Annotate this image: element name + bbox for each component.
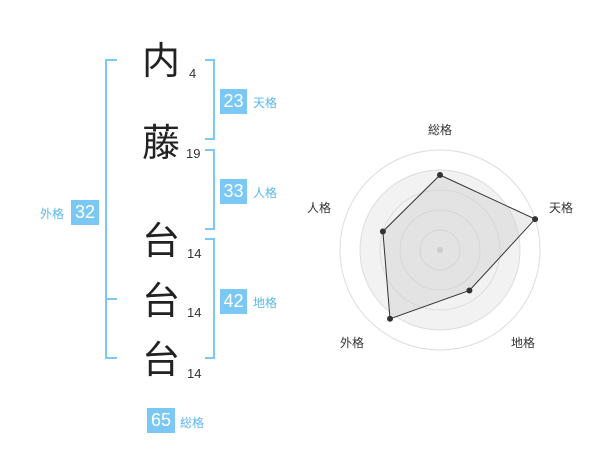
chikaku-bracket: [205, 238, 215, 359]
gaikaku-label: 外格: [40, 207, 65, 221]
radar-ring: [379, 189, 501, 311]
soukaku-label: 総格: [180, 416, 205, 430]
radar-chart: [339, 149, 541, 351]
radar-ring: [399, 209, 481, 291]
tenkaku-label: 天格: [253, 96, 278, 110]
radar-label-chikaku: 地格: [511, 336, 536, 350]
name-char-5: 台: [141, 338, 180, 382]
radar-label-jinkaku: 人格: [307, 201, 332, 215]
chikaku-label: 地格: [253, 296, 278, 310]
jinkaku-bracket: [205, 149, 215, 230]
name-char-1: 内: [141, 39, 180, 83]
stroke-count-3: 14: [187, 246, 202, 261]
gaikaku-value: 32: [71, 200, 99, 225]
radar-polygon: [382, 174, 536, 320]
gaikaku-bracket: [105, 59, 117, 359]
name-char-2: 藤: [141, 121, 180, 165]
radar-point-4: [387, 315, 393, 322]
stroke-count-1: 4: [189, 66, 197, 81]
radar-ring-outer: [339, 149, 541, 351]
radar-label-gaikaku: 外格: [340, 336, 365, 350]
tenkaku-bracket: [205, 59, 215, 140]
jinkaku-label: 人格: [253, 186, 278, 200]
radar-point-1: [437, 172, 443, 178]
radar-point-3: [466, 287, 473, 294]
chikaku-value: 42: [220, 289, 247, 314]
radar-ring: [419, 229, 461, 271]
brackets: [105, 59, 215, 359]
radar-label-tenkaku: 天格: [549, 201, 574, 215]
name-char-3: 台: [141, 219, 180, 263]
stroke-count-2: 19: [186, 146, 201, 161]
radar-label-soukaku: 総格: [428, 123, 453, 137]
stroke-count-5: 14: [187, 366, 202, 381]
radar-point-2: [532, 216, 539, 223]
tenkaku-value: 23: [220, 89, 247, 114]
radar-center-dot: [437, 247, 443, 253]
soukaku-value: 65: [147, 408, 175, 433]
jinkaku-value: 33: [220, 179, 247, 204]
stroke-count-4: 14: [187, 305, 202, 320]
radar-point-5: [379, 228, 386, 235]
name-char-4: 台: [141, 279, 180, 323]
radar-points: [379, 172, 539, 322]
